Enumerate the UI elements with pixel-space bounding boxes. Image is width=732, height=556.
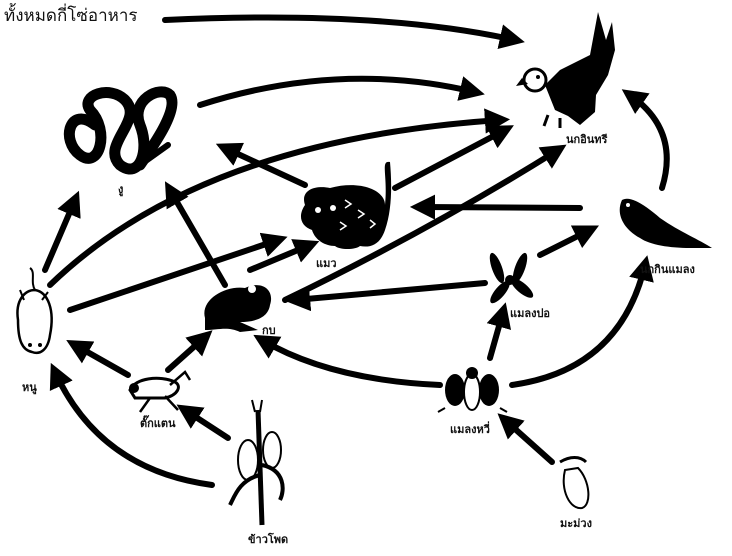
label-rat: หนู (22, 378, 37, 396)
arrow-fly-to-frog (262, 340, 440, 385)
dragonfly-icon (487, 251, 536, 306)
label-frog: กบ (262, 321, 276, 339)
cat-icon (301, 162, 391, 249)
corn-icon (230, 400, 283, 525)
insect-eating-bird-icon (620, 199, 712, 248)
label-mango: มะม่วง (560, 514, 592, 532)
arrow-dragonfly-to-insectbird (540, 230, 590, 255)
arrow-snake-to-eagle (200, 79, 475, 105)
label-snake: งู (118, 180, 123, 198)
arrow-cat-to-eagle (395, 130, 505, 188)
arrow-insectbird-to-cat (420, 207, 580, 208)
label-grasshopper: ตั๊กแตน (140, 414, 176, 432)
mango-icon (560, 458, 588, 509)
arrow-title-to-eagle (165, 18, 515, 41)
label-eagle: นกอินทรี (566, 130, 607, 148)
eagle-icon (516, 12, 615, 128)
rat-icon (17, 268, 51, 353)
arrow-dragonfly-to-frog (295, 283, 485, 300)
arrow-fly-to-dragonfly (490, 312, 503, 358)
grasshopper-icon (129, 372, 190, 412)
label-insect-eating-bird: นกกินแมลง (640, 260, 695, 278)
arrow-grasshopper-to-frog (168, 337, 205, 370)
label-corn: ข้าวโพด (248, 530, 288, 548)
arrow-fly-to-insectbird (512, 265, 645, 385)
arrow-grasshopper-to-rat (75, 345, 128, 375)
label-dragonfly: แมลงปอ (510, 304, 550, 322)
arrow-insectbird-to-eagle (630, 95, 667, 188)
label-fly: แมลงหวี่ (450, 420, 490, 438)
arrow-corn-to-grasshopper (185, 410, 228, 438)
arrow-mango-to-fly (505, 420, 552, 462)
snake-icon (69, 92, 172, 169)
fly-icon (438, 367, 507, 412)
label-cat: แมว (316, 254, 337, 272)
arrow-rat-to-snake (45, 200, 75, 270)
